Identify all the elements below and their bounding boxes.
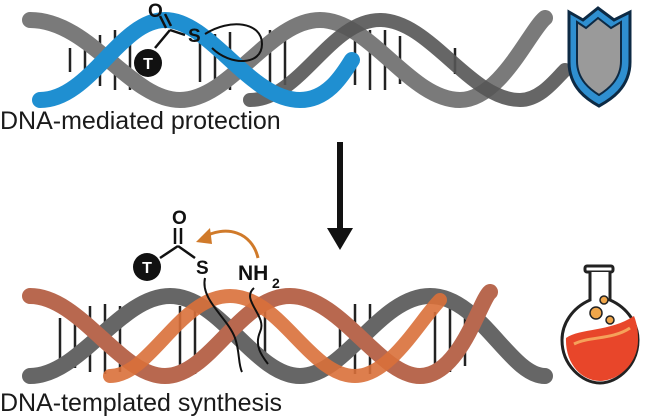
bottom-thioester: T O S — [133, 208, 243, 373]
top-strand-dark — [243, 12, 572, 108]
down-arrow — [327, 142, 353, 250]
caption-dna-mediated-protection: DNA-mediated protection — [0, 107, 281, 135]
bottom-oxygen-atom: O — [172, 208, 187, 229]
top-tag-label: T — [143, 56, 153, 73]
amine-label: NH — [238, 262, 268, 285]
bottom-strand-orange — [103, 288, 447, 384]
amine-linker — [249, 287, 269, 365]
bottom-amine: NH 2 — [238, 262, 280, 365]
bottom-tag-circle — [133, 253, 161, 281]
amine-subscript: 2 — [272, 275, 280, 291]
top-strand-blue — [32, 11, 360, 109]
top-dna-helix — [22, 10, 572, 109]
bottom-thioester-linker — [203, 277, 243, 373]
top-oxygen-atom: O — [148, 1, 163, 22]
bottom-sulfur-atom: S — [196, 258, 209, 279]
shield-icon — [567, 6, 632, 108]
bottom-strand-rust — [22, 284, 498, 385]
bottom-dna-helix — [22, 284, 553, 385]
top-tag-circle — [134, 49, 162, 77]
top-thioester: O S T — [134, 1, 264, 77]
bottom-tag-label: T — [142, 260, 152, 277]
flask-icon — [560, 264, 640, 385]
reaction-arrow — [196, 228, 260, 259]
caption-dna-templated-synthesis: DNA-templated synthesis — [0, 389, 283, 417]
top-sulfur-atom: S — [188, 26, 201, 47]
top-linker — [204, 23, 264, 62]
